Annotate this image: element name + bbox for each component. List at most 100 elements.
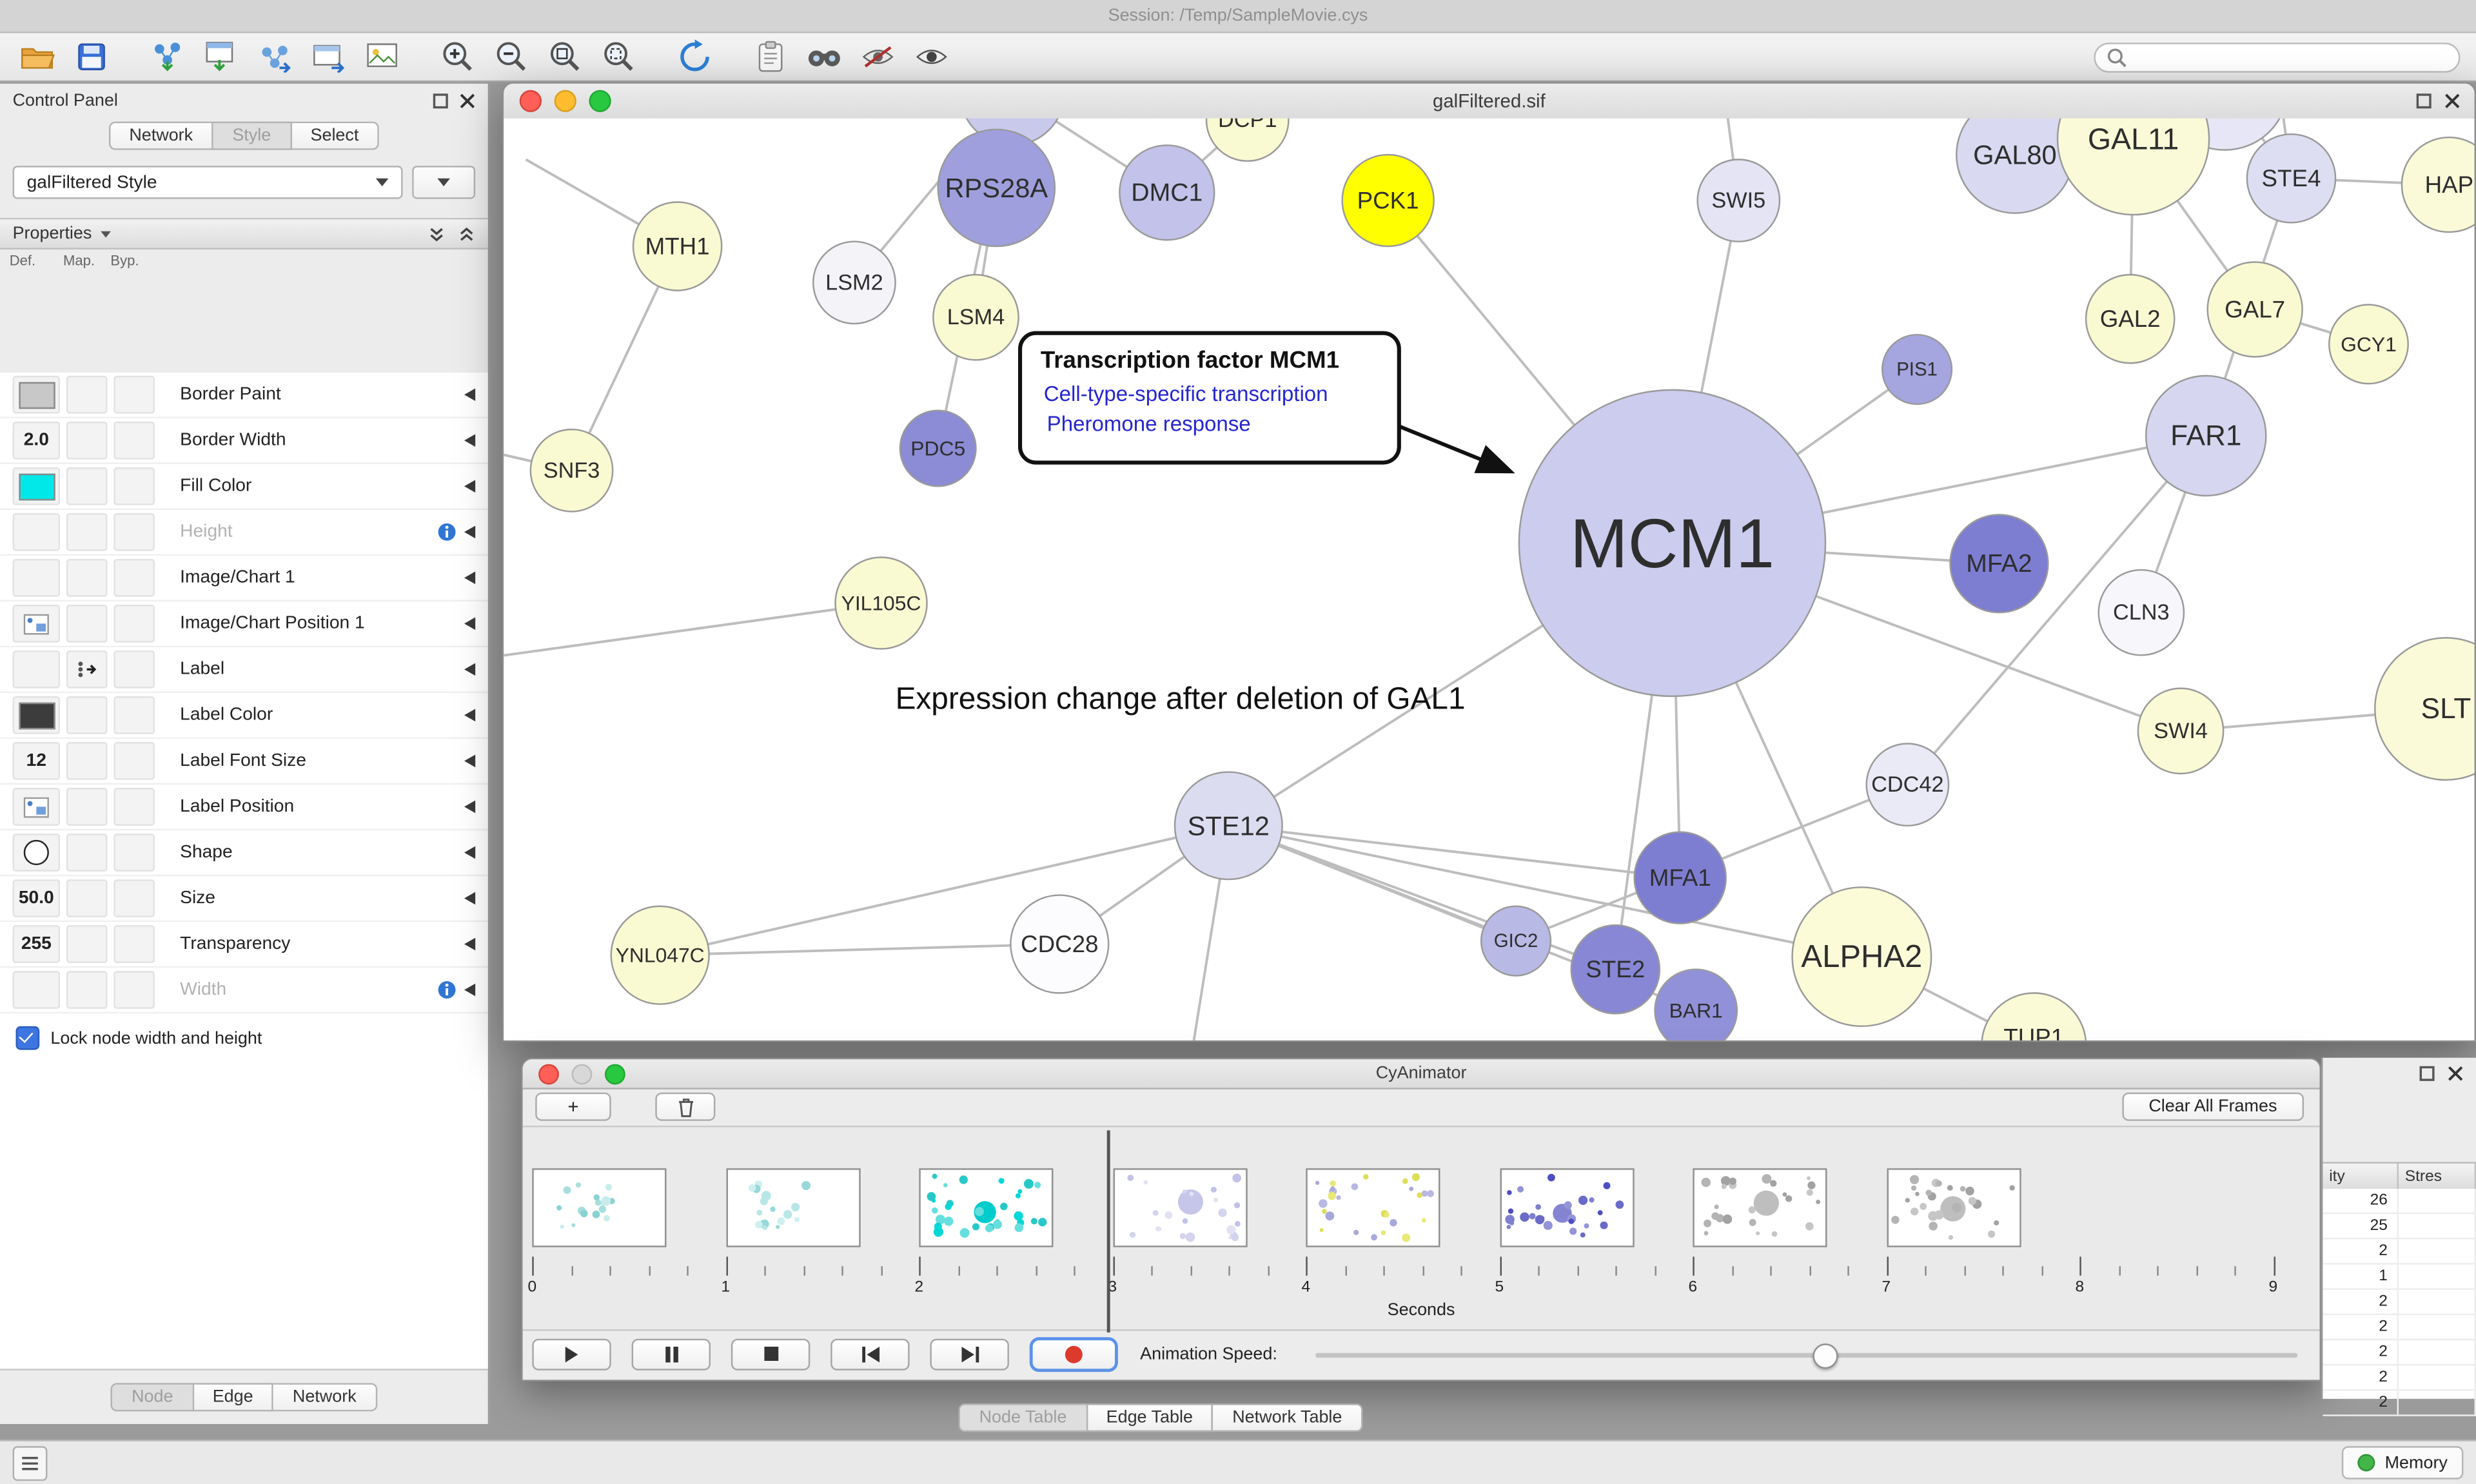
default-value-cell[interactable]: 50.0 (12, 879, 61, 917)
table-row[interactable]: 26 (2323, 1189, 2476, 1215)
open-session-icon[interactable] (15, 36, 60, 77)
default-value-cell[interactable] (12, 513, 61, 551)
zoom-selected-icon[interactable] (597, 36, 642, 77)
frame-thumbnail[interactable] (725, 1168, 860, 1247)
table-cell[interactable]: 25 (2323, 1214, 2399, 1238)
expand-arrow-icon[interactable] (464, 708, 476, 722)
bypass-cell[interactable] (113, 558, 155, 597)
bypass-cell[interactable] (113, 421, 155, 460)
annotation-callout[interactable]: Transcription factor MCM1 Cell-type-spec… (1017, 331, 1515, 474)
clipboard-icon[interactable] (749, 36, 793, 77)
table-cell[interactable]: 2 (2323, 1315, 2399, 1339)
color-swatch[interactable] (18, 473, 55, 500)
node-hap[interactable] (2401, 136, 2476, 233)
caption-annotation[interactable]: Expression change after deletion of GAL1 (896, 682, 1466, 716)
default-value[interactable]: 255 (21, 934, 52, 954)
expand-arrow-icon[interactable] (464, 617, 476, 630)
table-row[interactable]: 1 (2323, 1264, 2476, 1290)
stop-button[interactable] (731, 1338, 811, 1370)
expand-arrow-icon[interactable] (464, 571, 476, 585)
node-gcy1[interactable] (2328, 304, 2409, 385)
node-cdc28[interactable] (1010, 894, 1110, 994)
bypass-cell[interactable] (113, 879, 155, 917)
node-bar1[interactable] (1654, 968, 1738, 1042)
edge[interactable] (1906, 434, 2207, 786)
bypass-cell[interactable] (113, 788, 155, 826)
clear-all-frames-button[interactable]: Clear All Frames (2121, 1092, 2304, 1121)
table-row[interactable]: 2 (2323, 1365, 2476, 1391)
minimize-window-button[interactable] (571, 1063, 593, 1084)
bypass-cell[interactable] (113, 834, 155, 872)
node-alpha2[interactable] (1791, 886, 1932, 1028)
node-lsm4[interactable] (932, 273, 1019, 361)
expand-arrow-icon[interactable] (464, 388, 476, 402)
close-panel-icon[interactable] (2446, 1065, 2463, 1082)
mapping-cell[interactable] (66, 421, 108, 460)
table-row[interactable]: 2 (2323, 1315, 2476, 1341)
export-image-icon[interactable] (360, 36, 404, 77)
float-panel-icon[interactable] (431, 92, 449, 110)
skip-end-button[interactable] (930, 1338, 1009, 1370)
default-value-cell[interactable] (12, 696, 61, 734)
node-pis1[interactable] (1881, 333, 1953, 405)
expand-all-icon[interactable] (458, 225, 475, 242)
default-value-cell[interactable] (12, 467, 61, 505)
edge[interactable] (1228, 824, 1680, 879)
expand-arrow-icon[interactable] (464, 663, 476, 676)
node-yil105c[interactable] (834, 556, 928, 650)
node-swi4[interactable] (2137, 687, 2225, 775)
annotation-link-1[interactable]: Cell-type-specific transcription (1044, 382, 1328, 406)
lock-size-checkbox[interactable] (15, 1026, 40, 1050)
animation-speed-slider[interactable] (1315, 1340, 2298, 1369)
frame-thumbnail[interactable] (1499, 1168, 1634, 1247)
frame-thumbnail[interactable] (1693, 1168, 1827, 1247)
table-cell[interactable]: 2 (2323, 1239, 2399, 1264)
slider-knob[interactable] (1813, 1342, 1838, 1369)
eye-icon[interactable] (910, 36, 954, 77)
bypass-cell[interactable] (113, 604, 155, 643)
node-swi5[interactable] (1696, 159, 1781, 242)
table-row[interactable]: 2 (2323, 1239, 2476, 1265)
expand-arrow-icon[interactable] (464, 800, 476, 814)
bypass-cell[interactable] (113, 513, 155, 551)
float-window-icon[interactable] (2414, 92, 2432, 110)
zoom-in-icon[interactable] (436, 36, 480, 77)
default-value-cell[interactable] (12, 971, 61, 1009)
node-dmc1[interactable] (1119, 144, 1215, 241)
mapping-cell[interactable] (66, 558, 108, 597)
mapping-cell[interactable] (66, 971, 108, 1009)
export-network-icon[interactable] (253, 36, 297, 77)
node-mcm1[interactable] (1518, 389, 1827, 698)
node-gic2[interactable] (1480, 905, 1552, 977)
mapping-cell[interactable] (66, 513, 108, 551)
delete-frame-button[interactable] (655, 1092, 716, 1121)
default-value-cell[interactable] (12, 375, 61, 414)
pause-button[interactable] (631, 1338, 711, 1370)
mapping-cell[interactable] (66, 834, 108, 872)
mapping-cell[interactable] (66, 925, 108, 963)
minimize-window-button[interactable] (554, 90, 576, 112)
expand-arrow-icon[interactable] (464, 754, 476, 768)
automation-panel-toggle[interactable] (12, 1445, 48, 1480)
import-table-icon[interactable] (199, 36, 244, 77)
tab-network[interactable]: Network (108, 121, 213, 150)
default-value-cell[interactable]: 2.0 (12, 421, 61, 460)
search-box[interactable] (2094, 41, 2461, 72)
info-icon[interactable] (437, 981, 456, 999)
expand-arrow-icon[interactable] (464, 525, 476, 539)
add-frame-button[interactable]: + (535, 1092, 611, 1121)
node-ste2[interactable] (1570, 924, 1661, 1015)
refresh-icon[interactable] (673, 36, 717, 77)
expand-arrow-icon[interactable] (464, 480, 476, 493)
table-cell[interactable]: 2 (2323, 1289, 2399, 1314)
playhead[interactable] (1106, 1130, 1110, 1333)
table-cell[interactable] (2399, 1189, 2476, 1213)
node-gal7[interactable] (2206, 261, 2303, 358)
eye-hidden-icon[interactable] (856, 36, 900, 77)
table-cell[interactable] (2399, 1239, 2476, 1264)
node-lsm2[interactable] (812, 240, 896, 325)
bypass-cell[interactable] (113, 650, 155, 688)
node-mth1[interactable] (632, 201, 723, 291)
frame-thumbnail[interactable] (1112, 1168, 1247, 1247)
